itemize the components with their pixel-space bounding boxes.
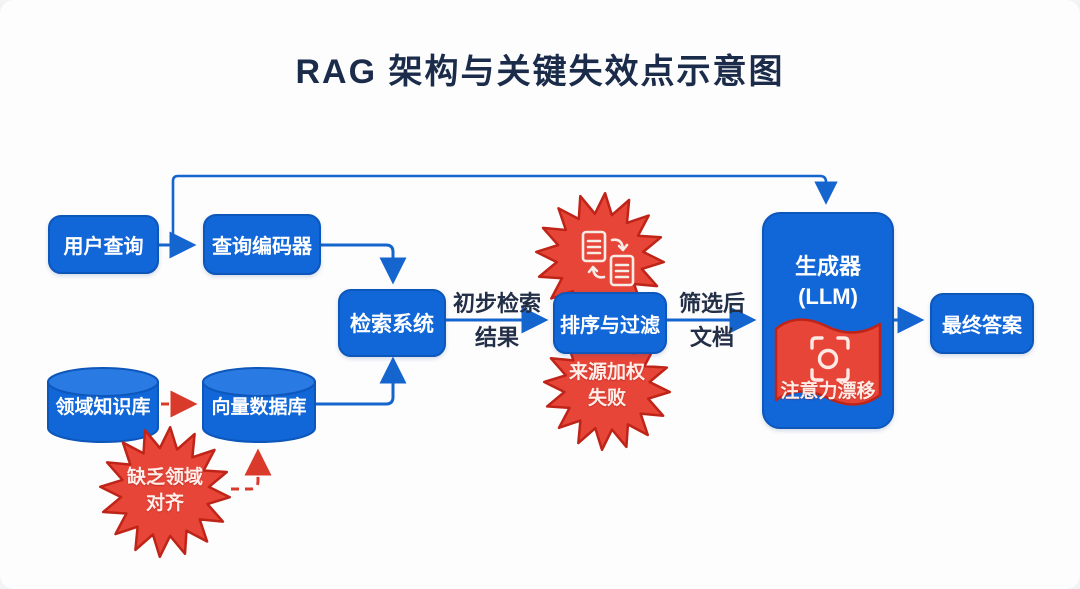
dashed-edge-alignment-to-vectordb [231,448,272,491]
filtered-docs-line1: 筛选后 [678,291,745,316]
domain-alignment-line1: 缺乏领域 [126,467,203,488]
vector-db-cylinder [202,367,316,443]
focus-target-icon [810,336,850,382]
node-retrieval-system-label: 检索系统 [350,313,434,336]
node-query-encoder: 查询编码器 [203,214,321,275]
node-retrieval-system: 检索系统 [338,289,446,357]
node-final-answer-label: 最终答案 [942,315,1022,337]
attention-drift-label: 注意力漂移 [780,381,876,402]
source-weighting-label: 来源加权 失败 [547,360,667,412]
domain-alignment-burst [98,425,232,559]
attention-drift-flag [774,318,882,406]
node-query-encoder-label: 查询编码器 [212,236,312,258]
document-reorder-icon [581,230,635,287]
node-rank-filter: 排序与过滤 [553,292,667,354]
edge-vectordb-to-retrieval [315,356,407,406]
node-user-query: 用户查询 [48,215,159,274]
source-weighting-line1: 来源加权 [568,362,645,383]
node-generator-label: 生成器 (LLM) [795,252,861,312]
generator-label-line2: (LLM) [798,284,858,309]
edge-label-initial-results: 初步检索 结果 [447,287,547,355]
domain-kb-cylinder [47,367,159,443]
generator-label-line1: 生成器 [794,254,861,279]
vector-db-label: 向量数据库 [211,397,307,418]
node-generator-llm: 生成器 (LLM) 注意力漂移 [762,212,894,429]
node-user-query-label: 用户查询 [63,236,144,258]
diagram-title: RAG 架构与关键失效点示意图 [295,53,785,91]
node-rank-filter-label: 排序与过滤 [560,314,660,337]
edge-label-filtered-docs: 筛选后 文档 [667,287,757,355]
edge-encoder-to-retrieval [317,243,407,285]
domain-kb-label: 领域知识库 [55,397,151,418]
filtered-docs-line2: 文档 [689,325,734,350]
initial-results-line1: 初步检索 [452,291,541,316]
source-weighting-line2: 失败 [587,388,626,409]
node-final-answer: 最终答案 [930,293,1034,354]
domain-alignment-line2: 对齐 [145,493,184,514]
domain-alignment-label: 缺乏领域 对齐 [103,465,227,517]
feedback-edge-query-to-generator [171,174,838,243]
initial-results-line2: 结果 [474,325,519,350]
source-weighting-burst [542,322,672,452]
